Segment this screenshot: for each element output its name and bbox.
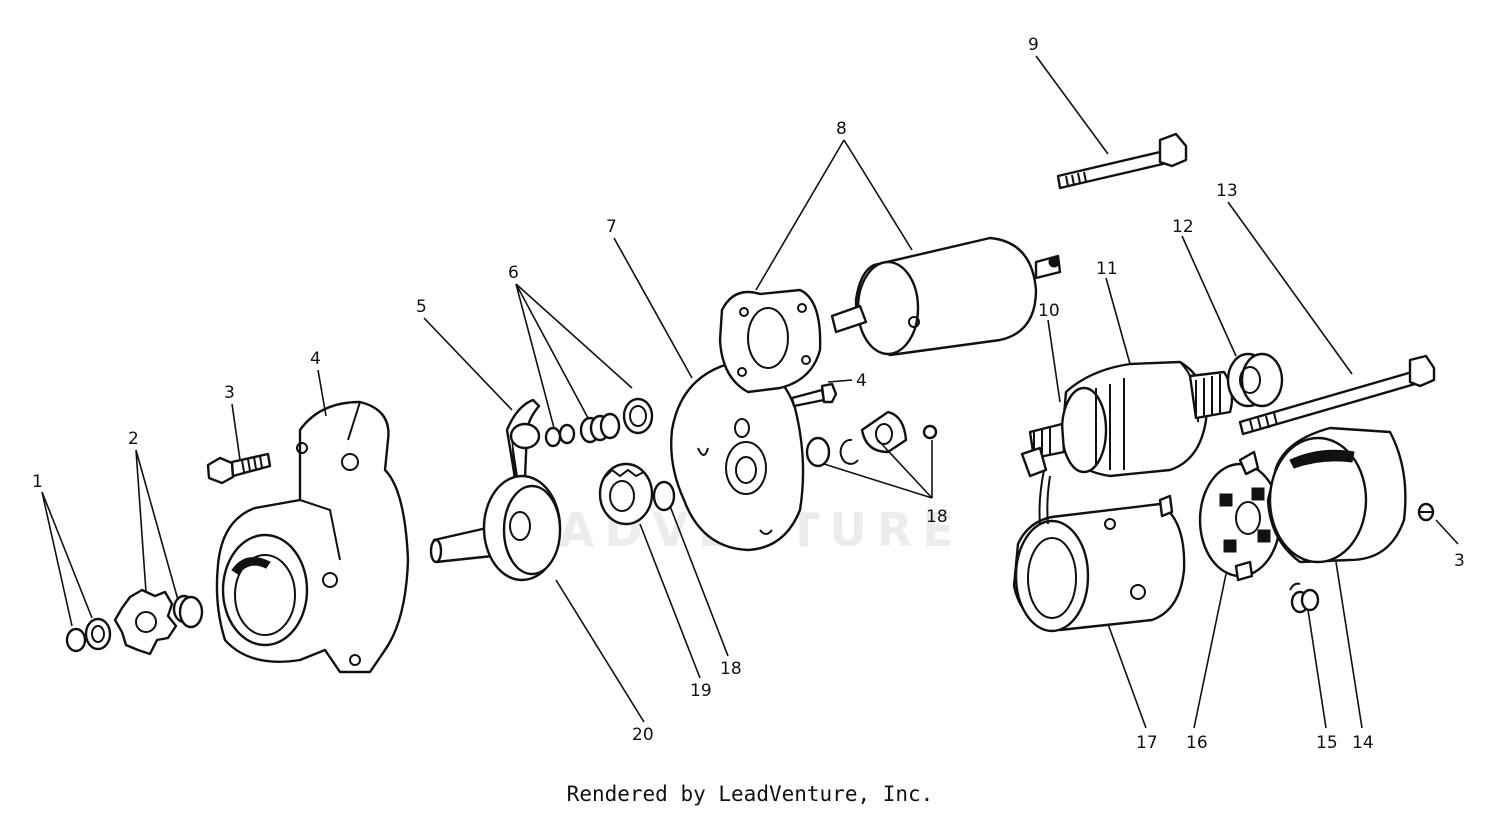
part-4-small-bolt bbox=[790, 382, 838, 408]
part-2-pinion-gear bbox=[113, 588, 204, 656]
part-9-through-bolt bbox=[1056, 132, 1188, 190]
footer-credit: Rendered by LeadVenture, Inc. bbox=[566, 782, 934, 806]
leader-lines bbox=[41, 55, 1459, 729]
part-4-drive-housing bbox=[215, 400, 410, 674]
part-16-brush-holder bbox=[1198, 450, 1282, 582]
callout-7: 7 bbox=[606, 217, 617, 237]
part-3-small-screw bbox=[1417, 502, 1435, 522]
callout-17: 17 bbox=[1136, 733, 1158, 753]
callout-9: 9 bbox=[1028, 35, 1039, 55]
part-19-clutch-gear bbox=[598, 462, 676, 526]
part-5-shift-lever bbox=[505, 398, 541, 483]
callout-3-left: 3 bbox=[224, 383, 235, 403]
callout-labels: 1 2 3 4 5 6 7 8 9 10 11 12 13 3 4 18 20 … bbox=[32, 35, 1465, 753]
callout-12: 12 bbox=[1172, 217, 1194, 237]
callout-2: 2 bbox=[128, 429, 139, 449]
callout-13: 13 bbox=[1216, 181, 1238, 201]
part-18-plate-and-washers bbox=[805, 410, 938, 468]
callout-20: 20 bbox=[632, 725, 654, 745]
callout-14: 14 bbox=[1352, 733, 1374, 753]
callout-16: 16 bbox=[1186, 733, 1208, 753]
callout-4-right: 4 bbox=[856, 371, 867, 391]
callout-19: 19 bbox=[690, 681, 712, 701]
callout-15: 15 bbox=[1316, 733, 1338, 753]
part-12-bearing bbox=[1226, 352, 1284, 408]
callout-6: 6 bbox=[508, 263, 519, 283]
part-14-rear-cover bbox=[1266, 426, 1407, 564]
callout-18-right: 18 bbox=[926, 507, 948, 527]
callout-11: 11 bbox=[1096, 259, 1118, 279]
callout-18-left: 18 bbox=[720, 659, 742, 679]
callout-4-left: 4 bbox=[310, 349, 321, 369]
callout-3-right: 3 bbox=[1454, 551, 1465, 571]
part-3-bolt bbox=[206, 452, 272, 485]
callout-1: 1 bbox=[32, 472, 43, 492]
part-7-gear-housing-plate bbox=[670, 362, 805, 552]
part-8-solenoid bbox=[718, 236, 1062, 394]
part-20-pinion-shaft bbox=[429, 474, 562, 582]
callout-8: 8 bbox=[836, 119, 847, 139]
part-11-armature bbox=[1020, 360, 1234, 478]
part-13-long-bolt bbox=[1238, 354, 1436, 436]
callout-5: 5 bbox=[416, 297, 427, 317]
part-1-snap-ring bbox=[65, 617, 112, 653]
part-6-springs bbox=[544, 397, 654, 448]
part-17-yoke bbox=[1012, 469, 1186, 633]
callout-10: 10 bbox=[1038, 301, 1060, 321]
part-15-screw bbox=[1289, 582, 1320, 614]
